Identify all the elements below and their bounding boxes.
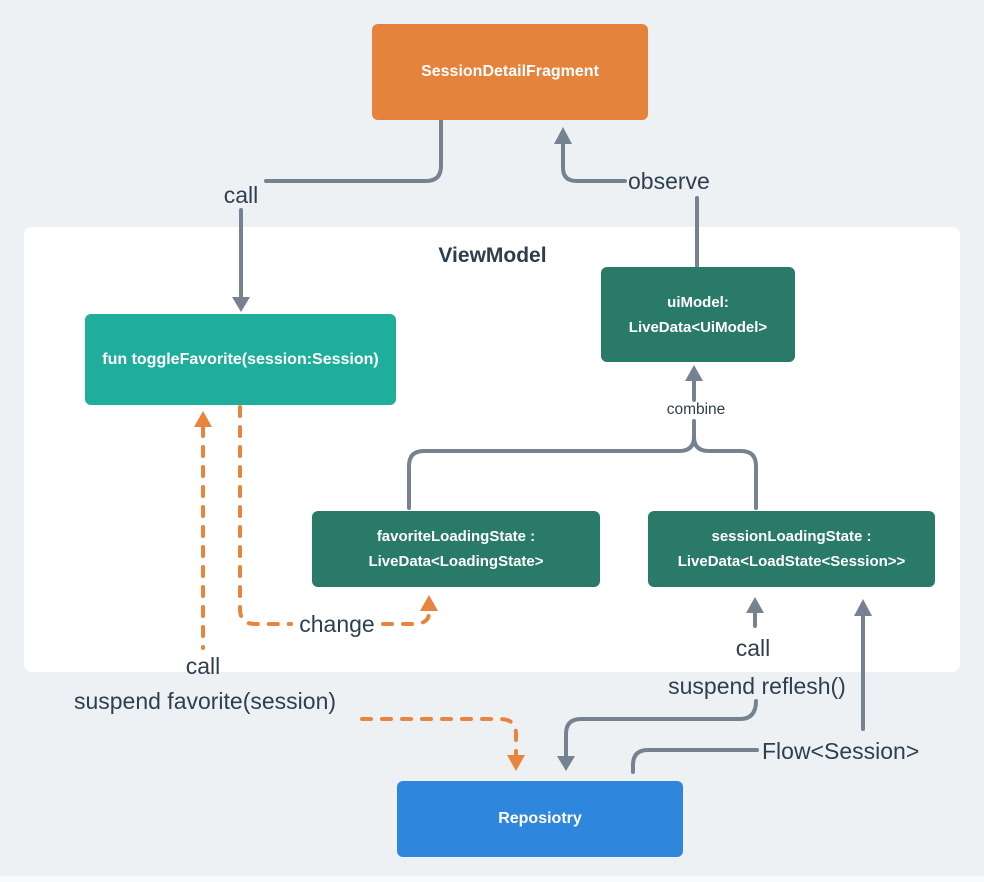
node-label-line1: favoriteLoadingState :	[376, 528, 536, 545]
arrowhead-up-sessionstate-call	[746, 597, 764, 613]
arrowhead-down-toggle	[232, 297, 250, 312]
edge-label-call-right: call	[735, 635, 771, 661]
viewmodel-title: ViewModel	[438, 244, 547, 267]
node-repository: Reposiotry	[397, 781, 683, 857]
edge-suspend-favorite-dashed	[360, 717, 518, 756]
edge-label-call-left: call	[185, 653, 221, 679]
arrowhead-down-repository-favorite	[507, 755, 525, 771]
node-favorite-loading-state: favoriteLoadingState : LiveData<LoadingS…	[312, 511, 600, 587]
arrowhead-up-uimodel	[685, 365, 703, 381]
edge-flow-session	[631, 614, 865, 774]
edge-label-suspend-reflesh: suspend reflesh()	[668, 673, 846, 699]
arrowhead-down-repository	[557, 756, 575, 771]
page-bottom-strip	[0, 876, 984, 882]
edge-label-combine: combine	[666, 401, 726, 418]
node-label-line2: LiveData<LoadState<Session>>	[677, 553, 906, 570]
arrowhead-up-sessionstate-flow	[854, 599, 872, 616]
node-session-detail-fragment: SessionDetailFragment	[372, 24, 648, 120]
node-label: Reposiotry	[498, 810, 582, 827]
edge-change-dashed	[238, 405, 431, 626]
node-toggle-favorite: fun toggleFavorite(session:Session)	[85, 314, 396, 405]
edge-observe	[561, 142, 699, 268]
node-label: fun toggleFavorite(session:Session)	[102, 350, 379, 368]
node-label-line2: LiveData<UiModel>	[628, 318, 768, 336]
arrowhead-up-favstate-change	[420, 595, 438, 611]
edge-suspend-reflesh	[564, 611, 758, 758]
node-label-line1: uiModel:	[667, 293, 729, 311]
node-ui-model: uiModel: LiveData<UiModel>	[601, 267, 795, 362]
orange-arrowheads	[194, 411, 525, 771]
arrowhead-up-fragment	[554, 127, 572, 144]
node-label-line2: LiveData<LoadingState>	[368, 553, 544, 570]
edge-label-suspend-favorite: suspend favorite(session)	[73, 688, 337, 714]
edge-label-call-top: call	[223, 182, 259, 208]
edge-label-flow-session: Flow<Session>	[762, 738, 920, 764]
node-session-loading-state: sessionLoadingState : LiveData<LoadState…	[648, 511, 935, 587]
arrowhead-up-toggle-call	[194, 411, 212, 427]
edge-combine-fork	[407, 379, 758, 510]
node-label: SessionDetailFragment	[421, 63, 599, 80]
node-label-line1: sessionLoadingState :	[711, 528, 872, 545]
edge-label-observe: observe	[628, 168, 710, 194]
edge-label-change: change	[299, 611, 375, 637]
edge-call-top	[239, 118, 443, 301]
gray-arrowheads	[232, 127, 872, 771]
